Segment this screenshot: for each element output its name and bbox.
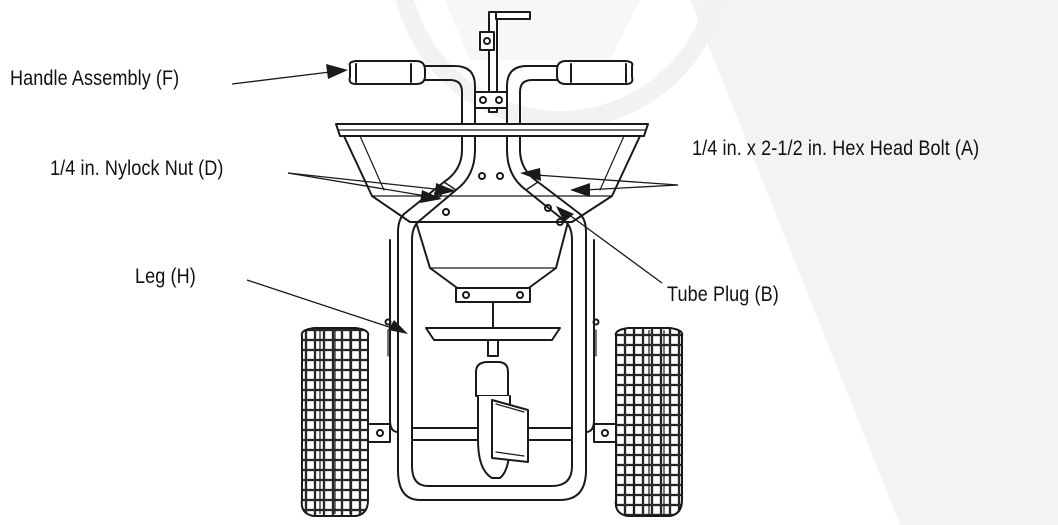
nylock-nut-label: 1/4 in. Nylock Nut (D) xyxy=(50,157,224,180)
right-wheel xyxy=(614,327,684,517)
impeller xyxy=(425,301,561,357)
leg-label: Leg (H) xyxy=(135,265,196,288)
leader-lines xyxy=(231,71,679,331)
arrowheads xyxy=(326,64,590,334)
hopper xyxy=(335,123,649,303)
left-wheel xyxy=(300,327,370,517)
hex-head-bolt-label: 1/4 in. x 2-1/2 in. Hex Head Bolt (A) xyxy=(692,137,980,160)
handle-assembly xyxy=(348,60,634,151)
tube-plug-label: Tube Plug (B) xyxy=(667,283,779,306)
handle-assembly-label: Handle Assembly (F) xyxy=(10,67,180,90)
legs xyxy=(384,239,600,433)
gate-control-rod xyxy=(479,11,531,113)
gearbox xyxy=(475,361,529,479)
